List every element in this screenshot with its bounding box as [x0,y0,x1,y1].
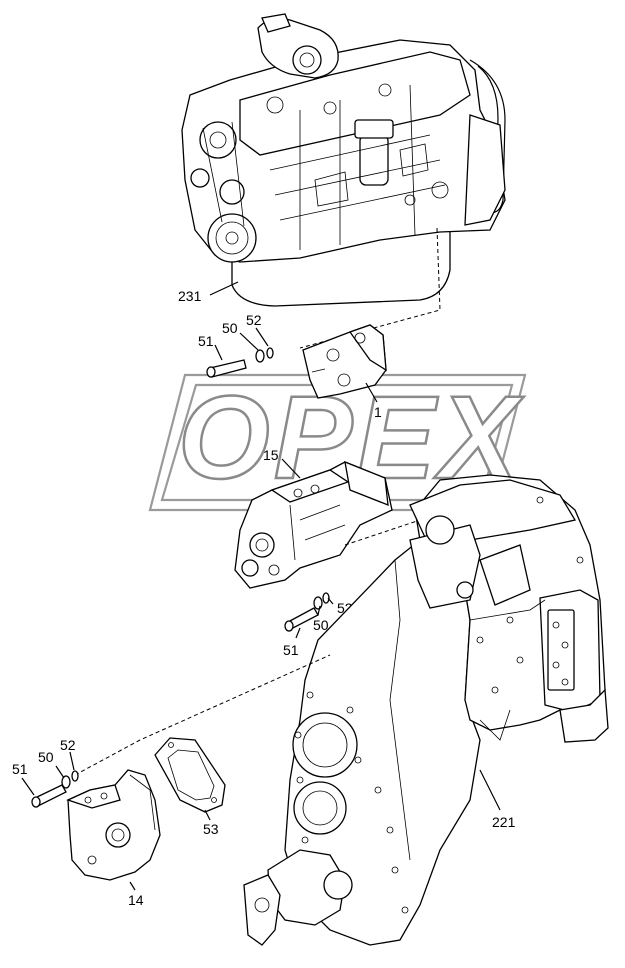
watermark: OPEX [148,371,527,512]
label-bolt-c: 51 [12,761,28,777]
label-bolt-a: 51 [198,333,214,349]
watermark-text: OPEX [178,372,524,504]
gear-pump-tandem [234,460,393,589]
gear-pump-small [66,769,161,881]
label-bolt-b: 51 [283,642,299,658]
bolt-group-b [284,592,330,632]
hydraulic-pump [302,324,387,399]
label-gear-pump-small: 14 [128,892,144,908]
gasket [154,737,226,813]
label-gasket: 53 [203,821,219,837]
label-gear-pump: 15 [263,447,279,463]
label-engine: 231 [178,288,202,304]
engine-assembly [181,13,506,307]
label-transmission: 221 [492,814,516,830]
label-washer-c: 50 [38,749,54,765]
label-ring-a: 52 [246,312,262,328]
transmission-assembly [243,474,609,946]
label-washer-a: 50 [222,320,238,336]
label-ring-c: 52 [60,737,76,753]
bolt-group-c [31,770,79,808]
label-washer-b: 50 [313,617,329,633]
label-pump: 1 [374,404,382,420]
bolt-group-a [206,347,274,378]
